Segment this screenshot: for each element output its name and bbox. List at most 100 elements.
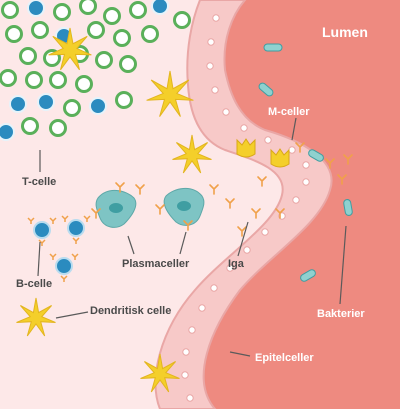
- leader-line: [339, 225, 347, 305]
- activated-t-cell: [27, 0, 45, 17]
- t-cell: [1, 1, 19, 19]
- t-cell: [141, 25, 159, 43]
- epithelial-nucleus: [207, 38, 215, 46]
- dendritic-cell: [16, 297, 56, 337]
- t-cell-cluster: [0, 0, 191, 141]
- iga-antibody: [343, 154, 353, 165]
- t-cell: [5, 25, 23, 43]
- epithelial-nucleus: [302, 161, 310, 169]
- leader-line: [237, 221, 249, 257]
- t-cell: [115, 91, 133, 109]
- t-cell-label: T-celle: [22, 176, 57, 188]
- activated-t-cell: [89, 97, 107, 115]
- activated-t-cell: [9, 95, 27, 113]
- t-cell: [95, 51, 113, 69]
- iga-antibody: [275, 208, 285, 219]
- iga-antibody: [225, 198, 235, 209]
- t-cell: [173, 11, 191, 29]
- t-cell: [19, 47, 37, 65]
- t-cell: [31, 21, 49, 39]
- epithelial-nucleus: [264, 136, 272, 144]
- epithelial-nucleus: [212, 14, 220, 22]
- epithelial-nucleus: [181, 371, 189, 379]
- leader-line: [179, 231, 187, 255]
- label-leader-lines: [37, 117, 347, 357]
- plasma-cell-nucleus: [109, 203, 123, 213]
- surface-antibody: [49, 217, 57, 224]
- iga-label: Iga: [228, 258, 244, 270]
- t-cell: [87, 21, 105, 39]
- epithelial-nucleus: [288, 146, 296, 154]
- epithelial-nucleus: [222, 108, 230, 116]
- b-cell: [67, 219, 85, 237]
- iga-antibody: [325, 158, 335, 169]
- dendritic-cell-label: Dendritisk celle: [90, 305, 172, 317]
- activated-t-cell: [151, 0, 169, 15]
- t-cell: [119, 55, 137, 73]
- m-cell: [236, 138, 256, 158]
- iga-antibodies: [91, 142, 353, 237]
- iga-antibody: [91, 208, 101, 219]
- t-cell: [63, 99, 81, 117]
- t-cell: [53, 3, 71, 21]
- t-cell: [75, 75, 93, 93]
- surface-antibody: [38, 239, 46, 246]
- lumen-area: [203, 0, 400, 409]
- iga-antibody: [295, 142, 305, 153]
- lumen-label: Lumen: [322, 24, 368, 40]
- iga-antibody: [183, 220, 193, 231]
- t-cell: [129, 1, 147, 19]
- m-cells-label: M-celler: [268, 106, 310, 118]
- iga-antibody: [155, 204, 165, 215]
- epithelial-nucleus: [211, 86, 219, 94]
- bacterium: [343, 199, 353, 216]
- iga-antibody: [115, 182, 125, 193]
- b-cell: [33, 221, 51, 239]
- iga-antibody: [251, 208, 261, 219]
- b-cell-group: [27, 215, 91, 282]
- dendritic-cell: [172, 134, 212, 174]
- epithelial-nucleus: [186, 394, 194, 402]
- leader-line: [291, 117, 297, 141]
- bacterium: [300, 269, 316, 282]
- surface-antibody: [71, 253, 79, 260]
- surface-antibody: [49, 253, 57, 260]
- bacteria-group: [258, 43, 353, 282]
- activated-t-cell: [37, 93, 55, 111]
- iga-antibody: [337, 174, 347, 185]
- iga-antibody: [135, 184, 145, 195]
- epithelial-nucleus: [261, 228, 269, 236]
- epithelial-nucleus: [240, 124, 248, 132]
- surface-antibody: [83, 215, 91, 222]
- epithelial-nucleus: [292, 196, 300, 204]
- m-cell-group: [236, 138, 290, 168]
- dendritic-cell: [48, 27, 92, 71]
- plasma-cells-label: Plasmaceller: [122, 258, 190, 270]
- bacterium: [308, 149, 324, 162]
- t-cell: [103, 7, 121, 25]
- surface-antibody: [61, 215, 69, 222]
- epithelial-nucleus: [243, 246, 251, 254]
- t-cell: [25, 71, 43, 89]
- epithelial-cells-label: Epitelceller: [255, 352, 314, 364]
- plasma-cell-nucleus: [177, 201, 191, 211]
- t-cell: [113, 29, 131, 47]
- iga-antibody: [209, 184, 219, 195]
- surface-antibody: [27, 217, 35, 224]
- leader-line: [229, 351, 251, 357]
- b-cell-label: B-celle: [16, 278, 53, 290]
- dendritic-cell: [140, 353, 180, 393]
- t-cell: [49, 71, 67, 89]
- b-cell: [55, 257, 73, 275]
- plasma-cell-group: [95, 188, 205, 228]
- epithelial-nucleus: [302, 178, 310, 186]
- dendritic-cell: [146, 70, 194, 117]
- t-cell: [21, 117, 39, 135]
- epithelial-nucleus: [226, 264, 234, 272]
- leader-line: [37, 241, 41, 277]
- leader-line: [127, 235, 135, 255]
- activated-t-cell: [0, 123, 15, 141]
- m-cell: [270, 148, 290, 168]
